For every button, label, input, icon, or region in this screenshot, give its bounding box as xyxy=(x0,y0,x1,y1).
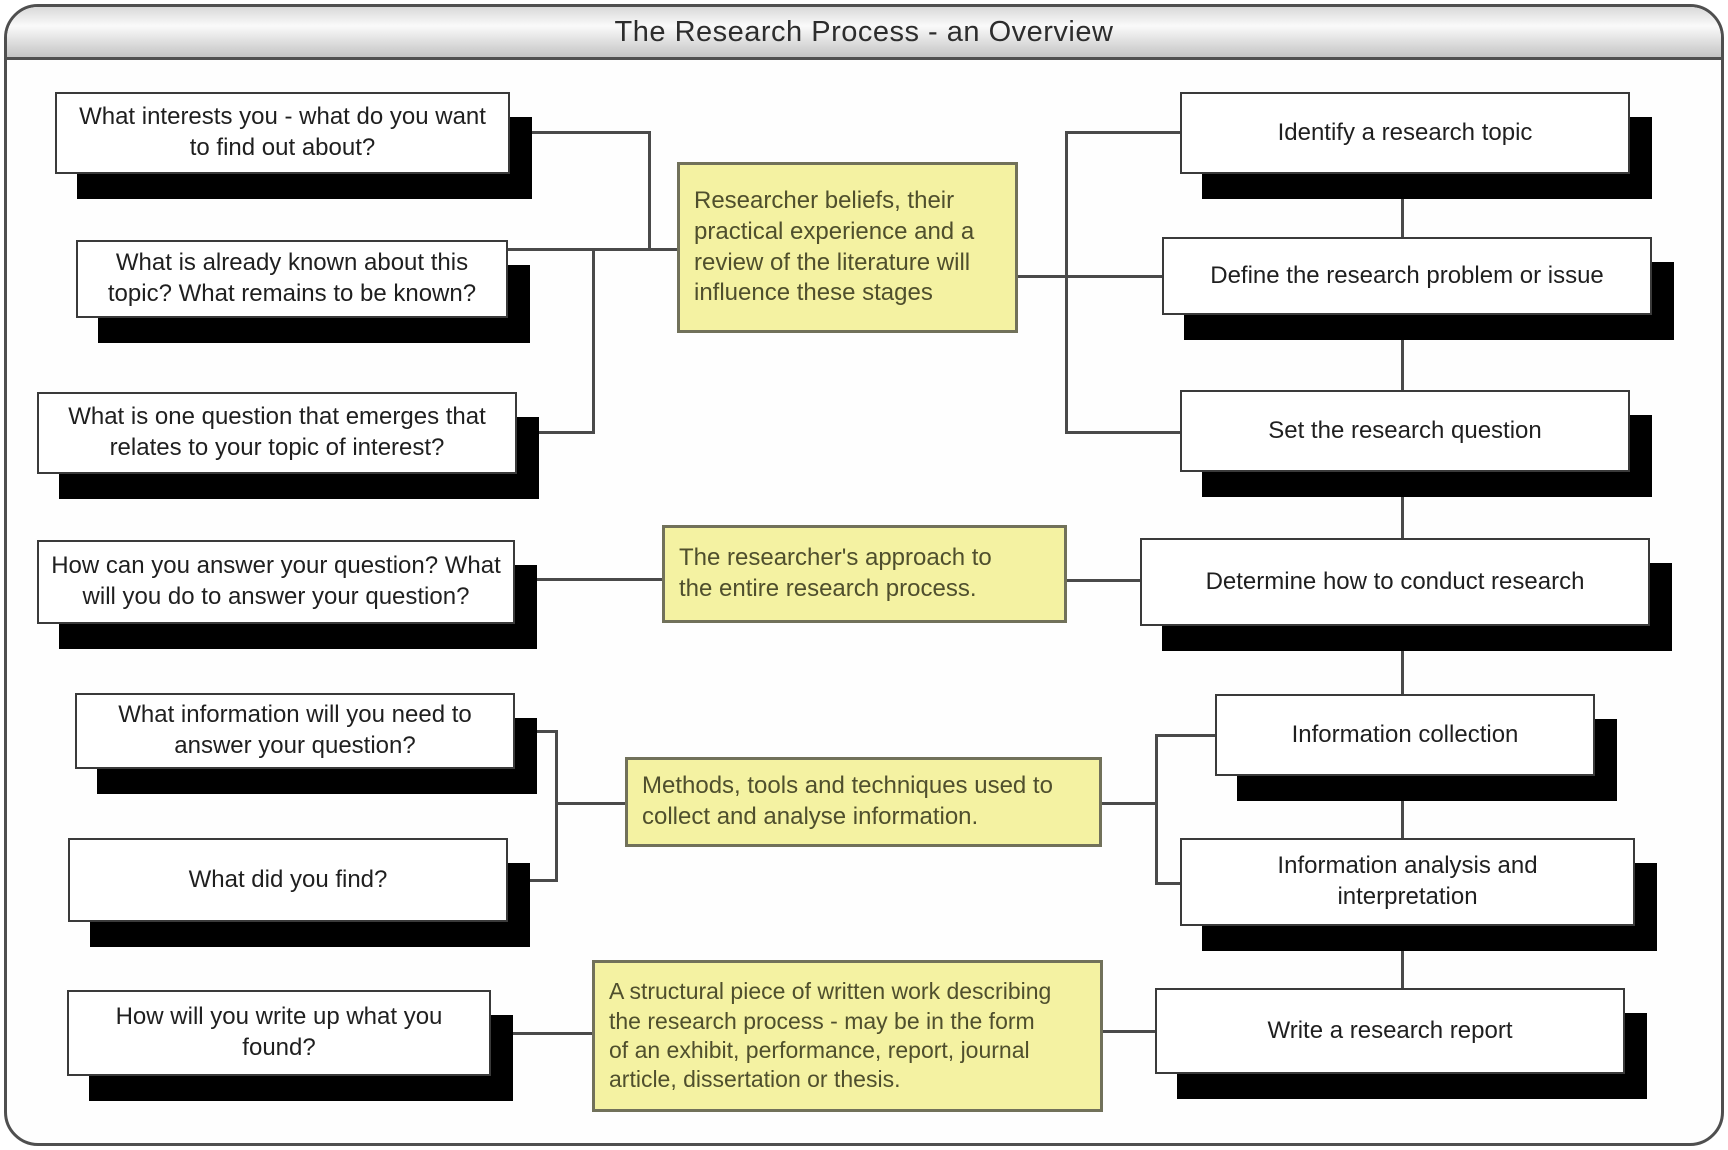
connector-line xyxy=(648,131,651,251)
connector-line xyxy=(1401,925,1404,990)
annotation-box: A structural piece of written work descr… xyxy=(592,960,1103,1112)
diagram-title: The Research Process - an Overview xyxy=(614,15,1114,48)
connector-line xyxy=(1401,314,1404,392)
annotation-box: The researcher's approach to the entire … xyxy=(662,525,1067,623)
stage-box: Set the research question xyxy=(1180,390,1630,472)
question-box: What information will you need to answer… xyxy=(75,693,515,769)
question-box: What did you find? xyxy=(68,838,508,922)
connector-line xyxy=(1065,131,1180,134)
connector-line xyxy=(1065,275,1165,278)
connector-line xyxy=(1065,431,1180,434)
annotation-box: Researcher beliefs, their practical expe… xyxy=(677,162,1018,333)
connector-line xyxy=(1067,579,1145,582)
connector-line xyxy=(1155,734,1158,885)
title-bar: The Research Process - an Overview xyxy=(7,7,1721,60)
stage-box: Information analysis and interpretation xyxy=(1180,838,1635,926)
stage-box: Determine how to conduct research xyxy=(1140,538,1650,626)
annotation-box: Methods, tools and techniques used to co… xyxy=(625,757,1102,847)
connector-line xyxy=(1155,734,1215,737)
connector-line xyxy=(1155,882,1183,885)
stage-box: Information collection xyxy=(1215,694,1595,776)
connector-line xyxy=(515,578,662,581)
connector-line xyxy=(592,248,595,434)
stage-box: Define the research problem or issue xyxy=(1162,237,1652,315)
connector-line xyxy=(1018,275,1068,278)
question-box: What is already known about this topic? … xyxy=(76,240,508,318)
connector-line xyxy=(1102,802,1158,805)
connector-line xyxy=(1103,1030,1155,1033)
connector-line xyxy=(1401,173,1404,237)
connector-line xyxy=(1401,625,1404,696)
question-box: What interests you - what do you want to… xyxy=(55,92,510,174)
connector-line xyxy=(1401,775,1404,840)
question-box: What is one question that emerges that r… xyxy=(37,392,517,474)
connector-line xyxy=(510,131,650,134)
question-box: How can you answer your question? What w… xyxy=(37,540,515,624)
connector-line xyxy=(491,1032,592,1035)
stage-box: Write a research report xyxy=(1155,988,1625,1074)
question-box: How will you write up what you found? xyxy=(67,990,491,1076)
connector-line xyxy=(508,879,558,882)
connector-line xyxy=(515,730,558,733)
connector-line xyxy=(1065,131,1068,433)
connector-line xyxy=(1401,471,1404,540)
connector-line xyxy=(555,730,558,882)
connector-line xyxy=(517,431,595,434)
stage-box: Identify a research topic xyxy=(1180,92,1630,174)
connector-line xyxy=(556,802,625,805)
